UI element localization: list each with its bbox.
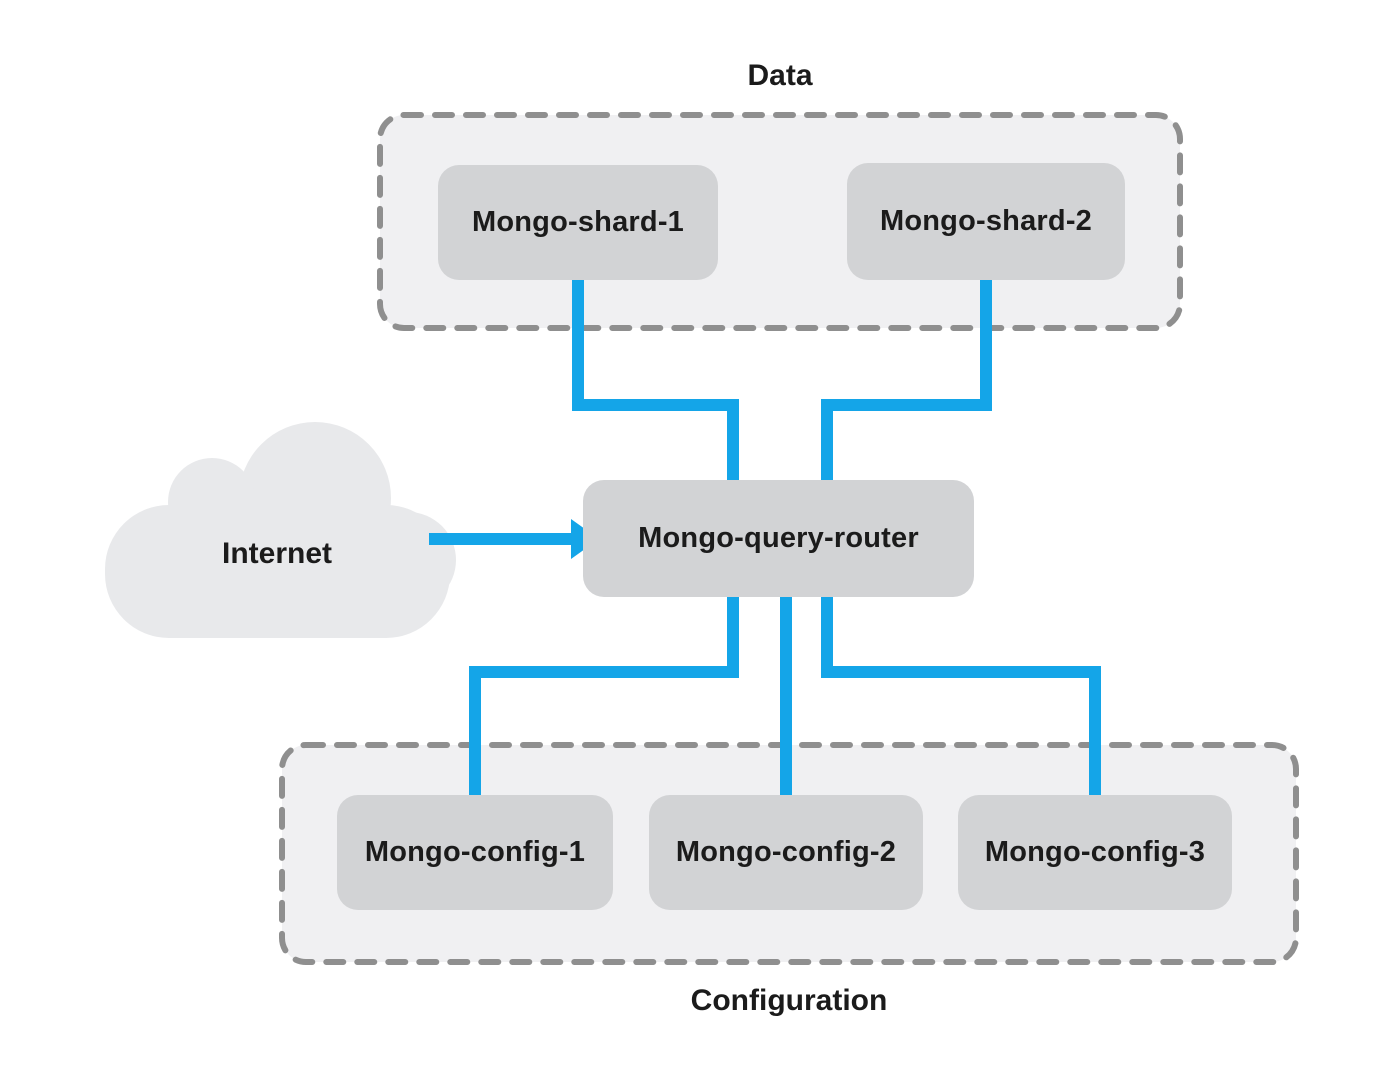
node-mongo-shard-2: Mongo-shard-2 (847, 163, 1125, 280)
edge-shard2-router (821, 278, 992, 484)
data-group-label: Data (747, 59, 813, 92)
edge-router-config3 (821, 594, 1101, 799)
node-mongo-config-2: Mongo-config-2 (649, 795, 923, 910)
edge-shard1-router (572, 278, 739, 484)
node-mongo-config-1: Mongo-config-1 (337, 795, 613, 910)
edge-router-config1 (469, 594, 739, 799)
internet-cloud-icon (105, 422, 456, 638)
configuration-group-label: Configuration (690, 984, 888, 1017)
node-mongo-query-router: Mongo-query-router (583, 480, 974, 597)
node-mongo-shard-1: Mongo-shard-1 (438, 165, 718, 280)
node-mongo-config-3: Mongo-config-3 (958, 795, 1232, 910)
internet-node-label: Internet (221, 537, 332, 570)
